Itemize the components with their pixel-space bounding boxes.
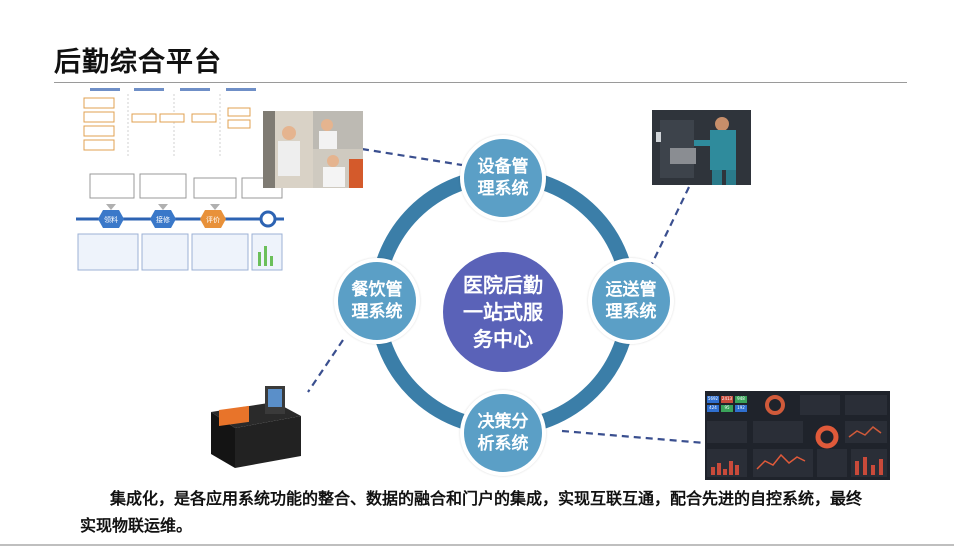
workflow-stage-1: 领料 <box>104 216 118 224</box>
node-service-center: 医院后勤 一站式服 务中心 <box>443 252 563 372</box>
connector-transport <box>647 186 690 273</box>
dashboard-graphic <box>705 391 890 480</box>
workflow-stage-2: 接修 <box>156 216 170 224</box>
connector-dining <box>307 339 344 393</box>
transport-photo <box>652 110 751 185</box>
dashboard-kpi-4: 424 <box>709 405 717 410</box>
node-decision-analysis: 决策分 析系统 <box>460 390 546 476</box>
dashboard-kpi-1: 5692 <box>707 396 719 401</box>
workflow-image: 领料 接修 评价 <box>76 86 284 282</box>
caption-text: 集成化，是各应用系统功能的整合、数据的融合和门户的集成，实现互联互通，配合先进的… <box>80 489 863 535</box>
connector-equipment <box>361 147 463 167</box>
dashboard-kpi-5: 95 <box>724 405 730 410</box>
connector-decision <box>561 429 706 445</box>
dashboard-kpi-2: 2413 <box>721 396 733 401</box>
workflow-stage-3: 评价 <box>206 216 220 224</box>
node-transport-management: 运送管 理系统 <box>588 258 674 344</box>
analytics-dashboard-image: 5692 2413 948 424 95 192 <box>705 391 890 480</box>
node-equipment-management: 设备管 理系统 <box>460 135 546 221</box>
dashboard-kpi-3: 948 <box>737 396 745 401</box>
workflow-graphic <box>76 88 284 271</box>
dining-terminal-image <box>205 372 304 474</box>
node-dining-management: 餐饮管 理系统 <box>334 258 420 344</box>
dashboard-kpi-6: 192 <box>737 405 745 410</box>
integration-caption: 集成化，是各应用系统功能的整合、数据的融合和门户的集成，实现互联互通，配合先进的… <box>80 485 870 539</box>
footer-divider <box>0 544 954 546</box>
page-title: 后勤综合平台 <box>54 47 222 78</box>
maintenance-photo <box>263 111 363 188</box>
title-divider <box>54 82 907 83</box>
